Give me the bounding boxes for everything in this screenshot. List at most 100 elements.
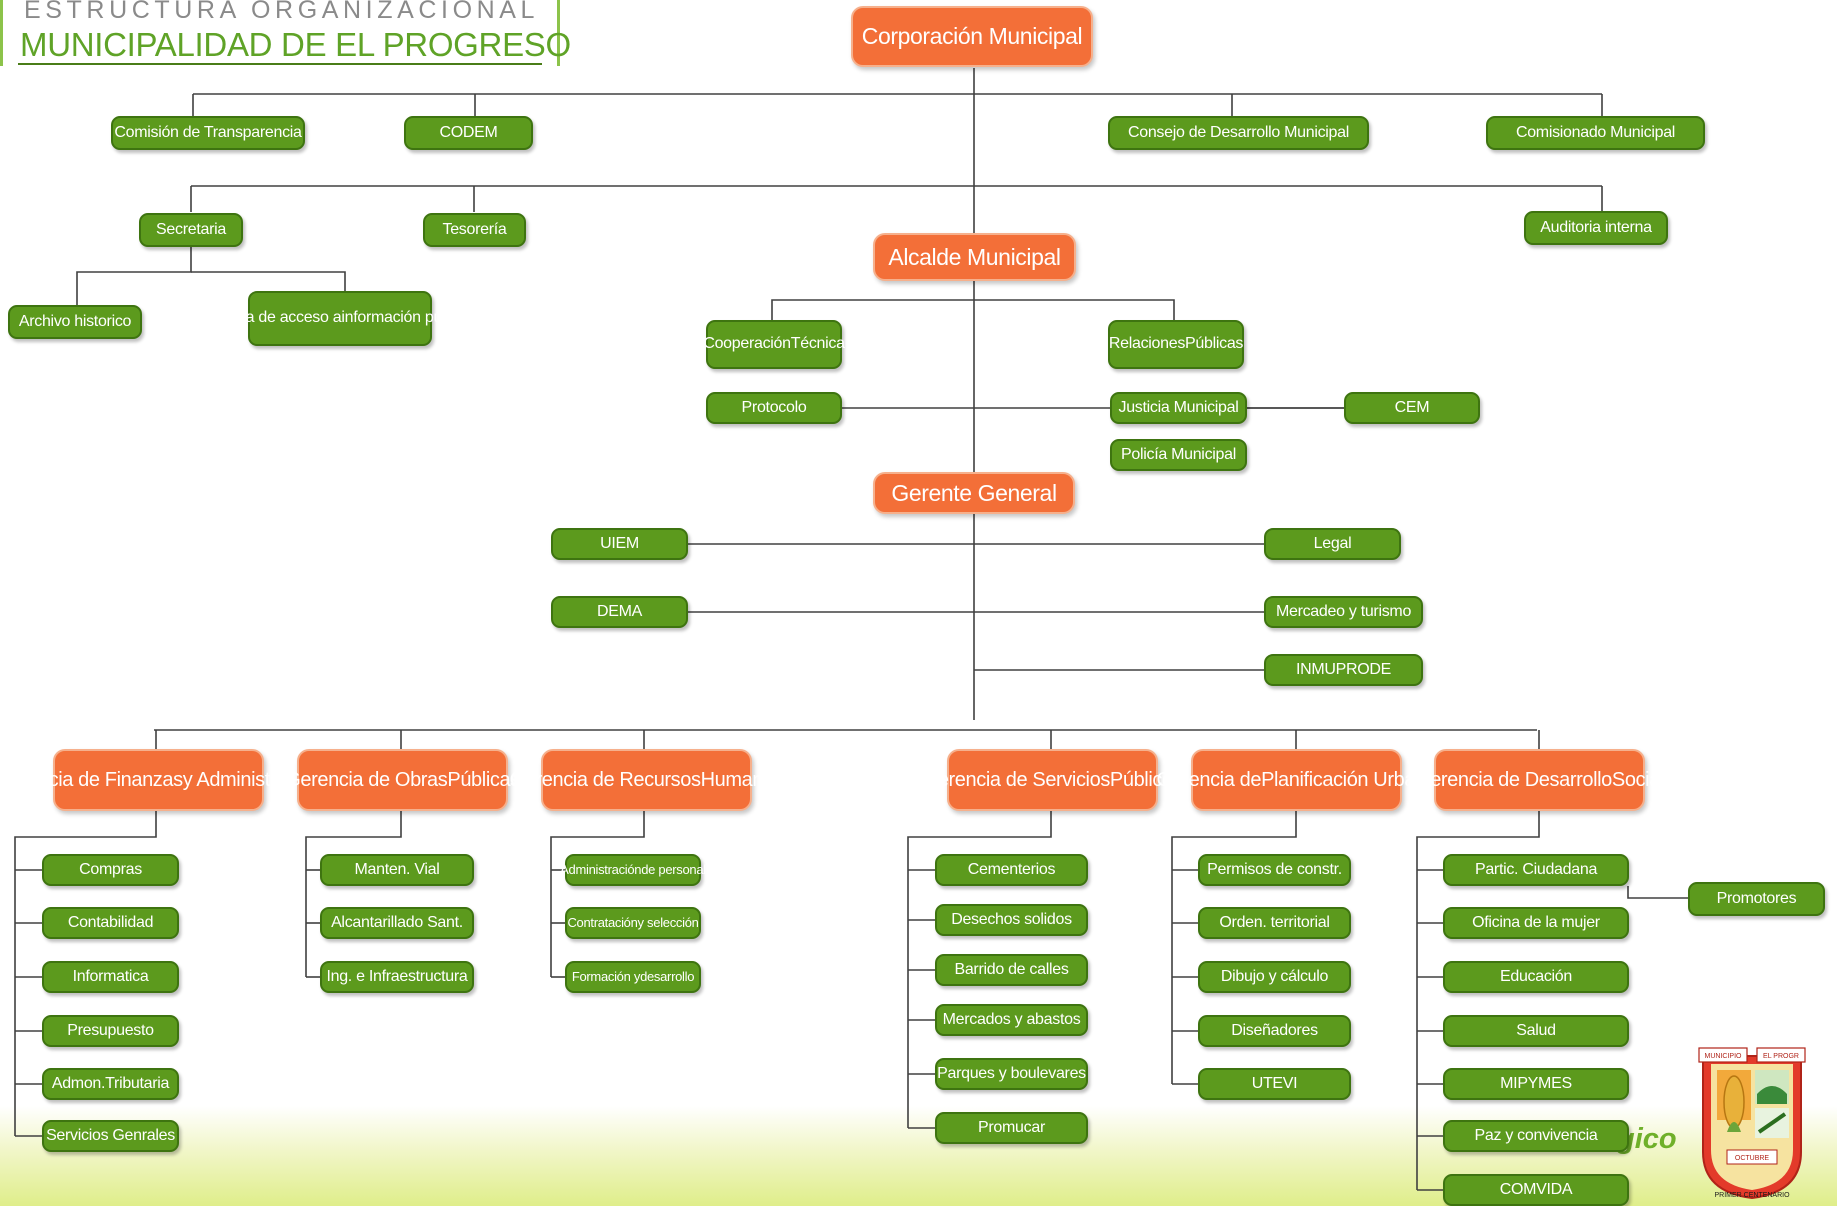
node-sub-item: Admon.Tributaria	[42, 1068, 179, 1100]
node-policia-municipal: Policía Municipal	[1110, 439, 1247, 471]
connector-line	[1416, 811, 1540, 1190]
node-gerencia-5-line: Gerencia de	[1156, 768, 1262, 791]
node-gerencia-6-line: Gerencia de Desarrollo	[1415, 768, 1612, 791]
node-justicia-municipal: Justicia Municipal	[1110, 392, 1247, 424]
node-auditoria-interna: Auditoria interna	[1524, 211, 1668, 245]
connector-line	[907, 811, 1052, 1128]
header-title: MUNICIPALIDAD DE EL PROGRESO	[20, 26, 571, 63]
node-gerencia-1-line: y Administración	[182, 768, 323, 791]
node-sub-item: Desechos solidos	[935, 904, 1088, 936]
node-sub-item: Servicios Genrales	[42, 1120, 179, 1152]
node-gerente-general: Gerente General	[873, 472, 1075, 514]
node-sub-item: Informatica	[42, 961, 179, 993]
node-sub-item: Alcantarillado Sant.	[320, 907, 474, 939]
node-oficina-acceso-line: información pública	[341, 309, 474, 327]
connector-line	[1627, 886, 1688, 899]
node-mercadeo-turismo: Mercadeo y turismo	[1264, 596, 1423, 628]
connector-line	[305, 811, 402, 977]
municipal-seal-icon: MUNICIPIO EL PROGR OCTUBRE PRIMER CENTEN…	[1698, 1047, 1806, 1200]
title-frame	[0, 0, 560, 66]
connector-line	[550, 811, 645, 977]
node-sub-item-line: de personal	[641, 861, 706, 877]
node-archivo-historico: Archivo historico	[8, 305, 142, 339]
node-relaciones-publicas-line: Relaciones	[1108, 335, 1186, 353]
node-sub-item: COMVIDA	[1443, 1174, 1629, 1206]
node-gerencia-3-line: Gerencia de Recursos	[509, 768, 701, 791]
node-dema: DEMA	[551, 596, 688, 628]
node-cooperacion-tecnica-line: Cooperación	[703, 335, 791, 353]
node-cem: CEM	[1344, 392, 1480, 424]
node-gerencia-6-line: Social	[1611, 768, 1664, 791]
node-sub-item: Permisos de constr.	[1198, 854, 1351, 886]
node-sub-item-line: Formación y	[571, 968, 641, 984]
connector-line	[771, 299, 1175, 322]
node-corporacion-municipal: Corporación Municipal	[851, 6, 1093, 67]
node-sub-item: Parques y boulevares	[935, 1058, 1088, 1090]
node-sub-item-line: desarrollo	[640, 968, 695, 984]
connector-line	[76, 230, 192, 305]
node-sub-item-line: Administración	[560, 861, 642, 877]
node-sub-item: MIPYMES	[1443, 1068, 1629, 1100]
node-sub-item: Paz y convivencia	[1443, 1120, 1629, 1152]
node-sub-item: Contabilidad	[42, 907, 179, 939]
node-gerencia-5-line: Planificación Urbana	[1261, 768, 1437, 791]
node-gerencia-4-line: Públicos	[1109, 768, 1183, 791]
node-sub-item: Promucar	[935, 1112, 1088, 1144]
node-uiem: UIEM	[551, 528, 688, 560]
node-gerencia-2-line: Públicas	[447, 768, 520, 791]
node-sub-item: Cementerios	[935, 854, 1088, 886]
node-gerencia-4-line: Gerencia de Servicios	[922, 768, 1111, 791]
node-sub-item: Partic. Ciudadana	[1443, 854, 1629, 886]
connector-line	[14, 811, 157, 1136]
node-sub-item: Dibujo y cálculo	[1198, 961, 1351, 993]
node-inmuprode: INMUPRODE	[1264, 654, 1423, 686]
node-sub-item: Diseñadores	[1198, 1015, 1351, 1047]
node-comisionado-municipal: Comisionado Municipal	[1486, 116, 1705, 150]
node-oficina-acceso-line: Oficina de acceso a	[206, 309, 342, 327]
seal-text-left: MUNICIPIO	[1705, 1053, 1743, 1060]
node-alcalde-municipal: Alcalde Municipal	[873, 233, 1076, 281]
node-tesoreria: Tesorería	[423, 213, 526, 247]
node-protocolo: Protocolo	[706, 392, 842, 424]
node-sub-item: Presupuesto	[42, 1015, 179, 1047]
node-sub-item: Ing. e Infraestructura	[320, 961, 474, 993]
node-legal: Legal	[1264, 528, 1401, 560]
node-sub-item: Salud	[1443, 1015, 1629, 1047]
node-sub-item: Mercados y abastos	[935, 1004, 1088, 1036]
node-gerencia-1-line: Gerencia de Finanzas	[0, 768, 183, 791]
node-sub-item: Compras	[42, 854, 179, 886]
seal-date: OCTUBRE	[1735, 1155, 1770, 1162]
seal-text-right: EL PROGR	[1763, 1053, 1799, 1060]
node-promotores: Promotores	[1688, 882, 1825, 916]
connector-line	[191, 271, 346, 292]
node-sub-item: Barrido de calles	[935, 954, 1088, 986]
seal-motto: PRIMER CENTENARIO	[1714, 1192, 1790, 1199]
node-consejo-desarrollo: Consejo de Desarrollo Municipal	[1108, 116, 1369, 150]
node-sub-item-line: Contratación	[567, 914, 638, 930]
node-sub-item: Manten. Vial	[320, 854, 474, 886]
node-sub-item-line: y selección	[637, 914, 699, 930]
node-comision-transparencia: Comisión de Transparencia	[111, 116, 305, 150]
node-secretaria: Secretaria	[139, 213, 243, 247]
node-sub-item: Oficina de la mujer	[1443, 907, 1629, 939]
node-sub-item: UTEVI	[1198, 1068, 1351, 1100]
header-subtitle: ESTRUCTURA ORGANIZACIONAL	[24, 0, 540, 24]
node-gerencia-3-line: Humanas	[700, 768, 784, 791]
node-codem: CODEM	[404, 116, 533, 150]
node-sub-item: Educación	[1443, 961, 1629, 993]
node-relaciones-publicas-line: Públicas	[1185, 335, 1244, 353]
